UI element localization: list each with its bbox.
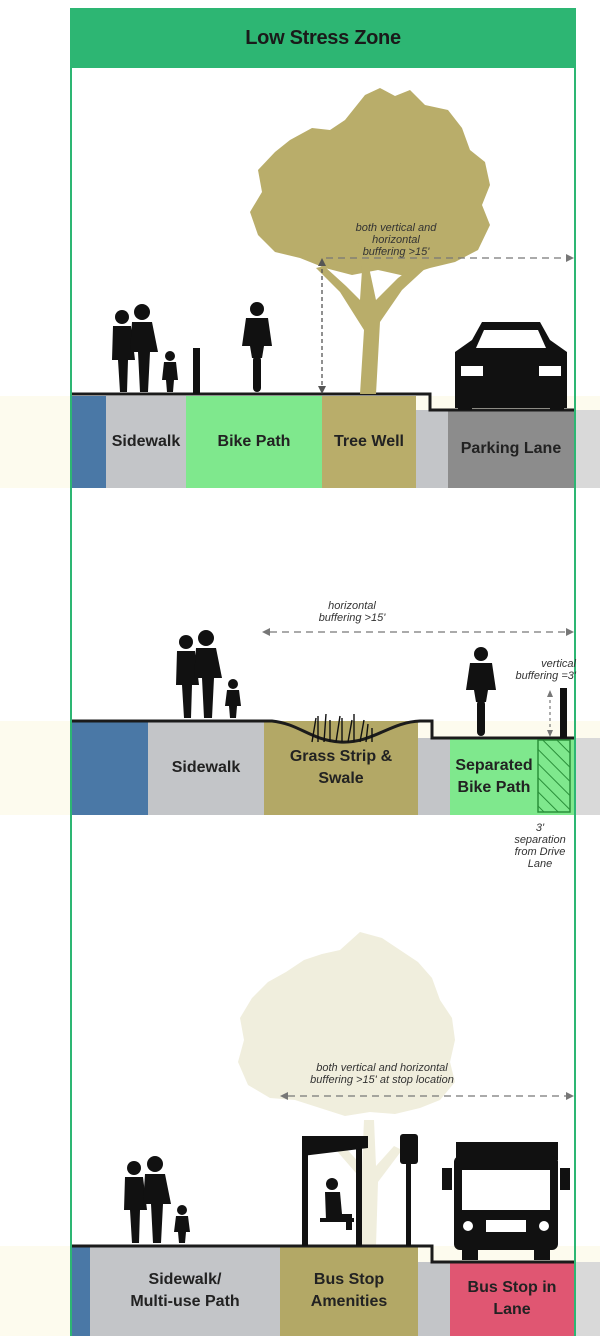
panel-header: Low Stress Zone [70,8,576,68]
bus-stop-lane-label-1: Bus Stop in [467,1279,557,1296]
faded-tree-icon [238,932,455,1246]
sidewalk-label-2: Sidewalk [171,759,241,776]
family-icon-3 [124,1156,190,1243]
horizontal-buffer-note-2: horizontal buffering >15' [318,600,386,624]
bollard-icon [193,348,200,394]
separation-note-2: 3' separation from Drive Lane [514,822,566,870]
ground-line-1 [72,392,574,412]
vertical-buffer-note-2: vertical buffering =3' [515,658,576,682]
bike-path-label: Bike Path [217,433,291,450]
family-icon [112,304,178,392]
bus-stop-amenities-segment: Bus Stop Amenities [280,1246,418,1336]
bus-stop-lane-segment: Bus Stop in Lane [450,1262,574,1336]
bollard-icon-2 [560,688,567,738]
car-icon [455,322,567,410]
sidewalk-segment-2: Sidewalk [148,721,264,815]
tree-icon [250,88,490,394]
bus-stop-amenities-label-1: Bus Stop [313,1271,385,1288]
curb-gap [416,410,448,488]
separated-bike-label-1: Separated [455,756,533,774]
bus-stop-amenities-label-2: Amenities [310,1293,388,1310]
curb-gap-3 [418,1262,450,1336]
road-edge [574,410,600,488]
grass-strip-segment: Grass Strip & Swale [264,721,418,815]
bus-stop-sign-icon [400,1134,418,1246]
cyclist-icon [242,302,272,392]
buffer-note-3: both vertical and horizontal buffering >… [310,1062,454,1086]
bus-icon [442,1142,570,1260]
sidewalk-multiuse-segment: Sidewalk/ Multi-use Path [90,1246,280,1336]
curb-strip-2 [72,721,148,815]
bus-stop-lane-label-2: Lane [493,1301,531,1318]
parking-lane-label: Parking Lane [460,440,562,457]
curb-gap-2 [418,738,450,815]
grass-strip-label-1: Grass Strip & [289,748,393,765]
road-edge-2 [574,738,600,815]
tree-well-label: Tree Well [334,433,404,450]
low-stress-zone-panel [70,8,576,1336]
ground-line-3 [72,1244,574,1264]
cyclist-icon-2 [466,647,496,736]
grass-strip-label-2: Swale [318,770,364,787]
separation-hatch [537,739,571,813]
ground-line-2 [72,719,574,744]
curb-strip [72,396,106,488]
sidewalk-segment: Sidewalk [106,396,186,488]
separated-bike-label-2: Bike Path [457,778,531,796]
grass-icon [311,713,373,743]
family-icon-2 [176,630,241,718]
sidewalk-multiuse-label-1: Sidewalk/ [148,1271,222,1288]
bus-shelter-icon [302,1136,368,1246]
road-edge-3 [574,1262,600,1336]
bike-path-segment: Bike Path [186,396,322,488]
buffer-note-1: both vertical and horizontal buffering >… [355,222,437,258]
tree-well-segment: Tree Well [322,396,416,488]
panel-title: Low Stress Zone [245,26,401,49]
sidewalk-multiuse-label-2: Multi-use Path [130,1293,240,1310]
curb-strip-3 [72,1246,90,1336]
parking-lane-segment: Parking Lane [448,410,574,488]
sidewalk-label: Sidewalk [111,433,181,450]
